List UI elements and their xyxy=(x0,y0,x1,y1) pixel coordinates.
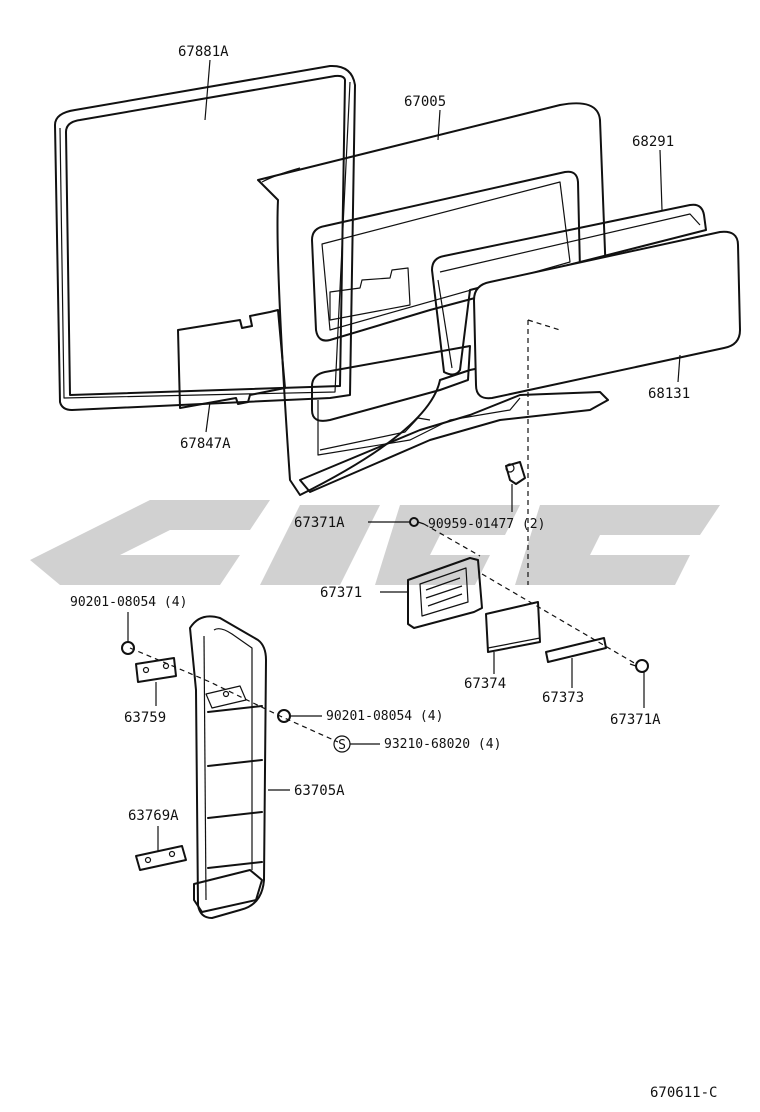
label-63769A: 63769A xyxy=(128,808,179,824)
part-labels: 67881A 67005 68291 68131 67847A 67371A 9… xyxy=(70,44,690,824)
label-93210: 93210-68020 (4) xyxy=(384,737,501,752)
label-67373: 67373 xyxy=(542,690,584,706)
clip-90959 xyxy=(505,461,526,485)
weatherstrip-67881A xyxy=(54,64,356,411)
glass-68131 xyxy=(473,230,741,585)
label-67371A-top: 67371A xyxy=(294,515,345,531)
plate-63769A xyxy=(135,845,187,871)
lamp-housing-67371 xyxy=(407,557,483,629)
lens-67374 xyxy=(485,601,541,653)
label-63759: 63759 xyxy=(124,710,166,726)
label-90201-right: 90201-08054 (4) xyxy=(326,709,443,724)
label-67371A-right: 67371A xyxy=(610,712,661,728)
leader-lines xyxy=(127,59,681,852)
label-67847A: 67847A xyxy=(180,436,231,452)
label-67005: 67005 xyxy=(404,94,446,110)
sheet-67847A xyxy=(177,309,286,409)
screw-symbol: S xyxy=(338,738,346,753)
label-67881A: 67881A xyxy=(178,44,229,60)
label-67374: 67374 xyxy=(464,676,506,692)
label-63705A: 63705A xyxy=(294,783,345,799)
nut-90201-left xyxy=(121,641,135,655)
bar-67373 xyxy=(545,637,607,663)
screw-93210: S xyxy=(333,735,351,753)
label-90201-left: 90201-08054 (4) xyxy=(70,595,187,610)
screw-67371A-right xyxy=(629,659,649,673)
label-67371: 67371 xyxy=(320,585,362,601)
watermark-logo xyxy=(30,500,720,585)
ladder-63705A xyxy=(189,615,267,919)
glass-weatherstrip-68291 xyxy=(431,203,707,376)
label-90959: 90959-01477 (2) xyxy=(428,517,545,532)
door-bottom-trim xyxy=(299,391,609,493)
assembly-lines xyxy=(129,523,637,743)
bracket-63759 xyxy=(135,657,177,683)
footer-code: 670611-C xyxy=(650,1085,717,1101)
label-68291: 68291 xyxy=(632,134,674,150)
label-68131: 68131 xyxy=(648,386,690,402)
